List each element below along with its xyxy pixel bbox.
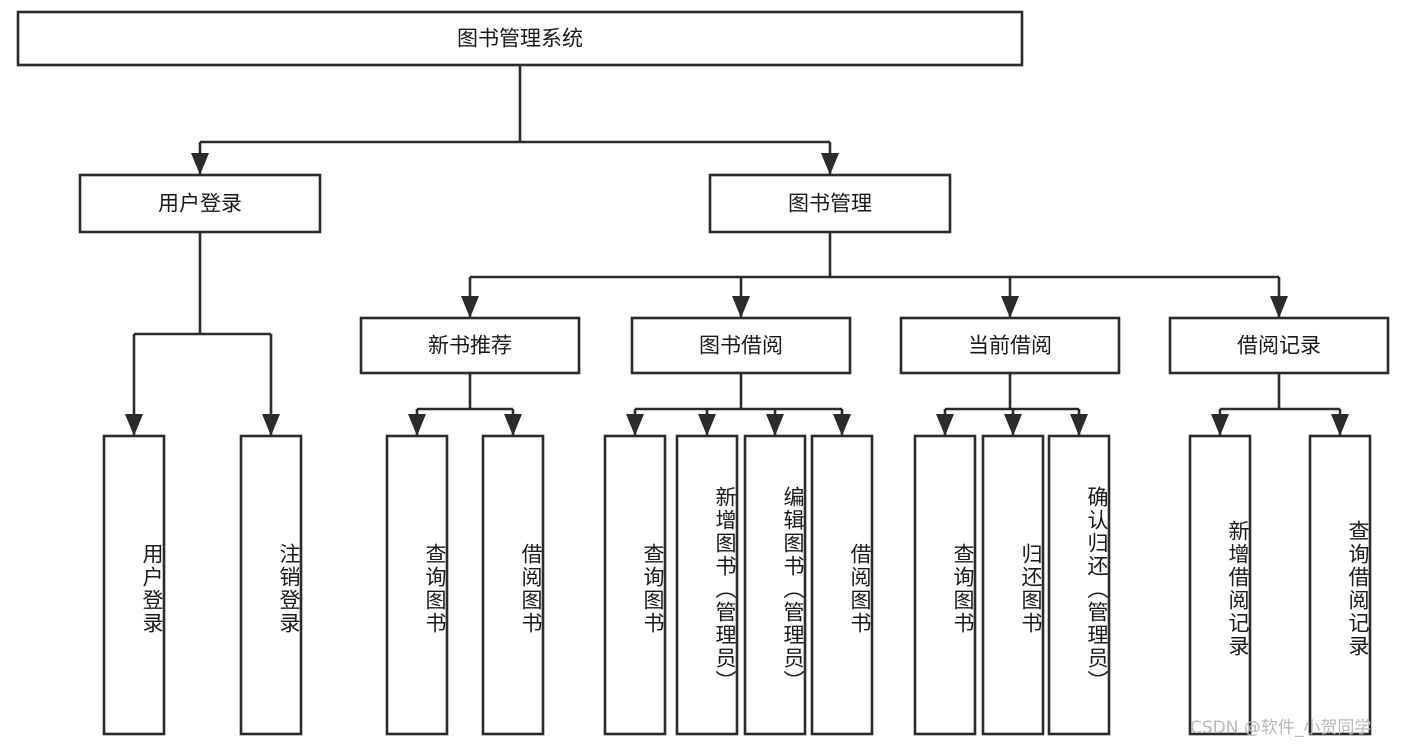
node-box[interactable] — [16, 10, 1024, 67]
node-leaf-新增借阅记录[interactable] — [1188, 434, 1252, 736]
arrow-head-icon — [1211, 414, 1229, 436]
node-box[interactable] — [78, 173, 322, 234]
node-box[interactable] — [981, 434, 1045, 736]
node-leaf-新增图书管理员[interactable] — [675, 434, 739, 736]
node-l3-当前借阅[interactable]: 当前借阅 — [899, 316, 1121, 375]
arrow-head-icon — [461, 296, 479, 318]
node-box[interactable] — [481, 434, 545, 736]
node-leaf-归还图书[interactable] — [981, 434, 1045, 736]
node-box[interactable] — [675, 434, 739, 736]
arrow-head-icon — [732, 296, 750, 318]
node-box[interactable] — [1047, 434, 1111, 736]
node-box[interactable] — [603, 434, 667, 736]
node-box[interactable] — [1188, 434, 1252, 736]
node-leaf-查询图书[interactable] — [603, 434, 667, 736]
node-label: 图书借阅 — [699, 334, 783, 358]
arrow-head-icon — [125, 414, 143, 436]
node-box[interactable] — [1308, 434, 1372, 736]
arrow-head-icon — [262, 414, 280, 436]
node-l3-图书借阅[interactable]: 图书借阅 — [630, 316, 852, 375]
node-box[interactable] — [899, 316, 1121, 375]
node-box[interactable] — [385, 434, 449, 736]
arrow-head-icon — [191, 153, 209, 175]
arrow-head-icon — [821, 153, 839, 175]
node-box[interactable] — [708, 173, 952, 234]
node-label: 借阅记录 — [1237, 334, 1321, 358]
node-leaf-查询借阅记录[interactable] — [1308, 434, 1372, 736]
arrow-head-icon — [766, 414, 784, 436]
arrow-head-icon — [698, 414, 716, 436]
node-box[interactable] — [359, 316, 581, 375]
arrow-head-icon — [504, 414, 522, 436]
arrow-head-icon — [1270, 296, 1288, 318]
arrow-head-icon — [1004, 414, 1022, 436]
connector-edges — [125, 65, 1349, 436]
node-l3-新书推荐[interactable]: 新书推荐 — [359, 316, 581, 375]
node-l2-图书管理[interactable]: 图书管理 — [708, 173, 952, 234]
arrow-head-icon — [833, 414, 851, 436]
arrow-head-icon — [1001, 296, 1019, 318]
csdn-watermark: CSDN @软件_小贺同学 — [1190, 718, 1372, 738]
arrow-head-icon — [1070, 414, 1088, 436]
arrow-head-icon — [408, 414, 426, 436]
node-leaf-注销登录[interactable] — [239, 434, 303, 736]
node-label: 图书管理系统 — [457, 27, 583, 51]
node-l2-用户登录[interactable]: 用户登录 — [78, 173, 322, 234]
node-l3-借阅记录[interactable]: 借阅记录 — [1168, 316, 1390, 375]
node-leaf-借阅图书[interactable] — [810, 434, 874, 736]
node-box[interactable] — [239, 434, 303, 736]
node-label: 当前借阅 — [968, 334, 1052, 358]
node-leaf-用户登录[interactable] — [102, 434, 166, 736]
node-label: 图书管理 — [788, 192, 872, 216]
node-box[interactable] — [810, 434, 874, 736]
node-box[interactable] — [913, 434, 977, 736]
arrow-head-icon — [936, 414, 954, 436]
node-box[interactable] — [743, 434, 807, 736]
node-label: 用户登录 — [158, 192, 242, 216]
node-label: 新书推荐 — [428, 334, 512, 358]
node-leaf-借阅图书[interactable] — [481, 434, 545, 736]
node-leaf-确认归还管理员[interactable] — [1047, 434, 1111, 736]
node-box[interactable] — [630, 316, 852, 375]
node-box[interactable] — [1168, 316, 1390, 375]
arrow-head-icon — [1331, 414, 1349, 436]
node-leaf-查询图书[interactable] — [913, 434, 977, 736]
node-root-图书管理系统[interactable]: 图书管理系统 — [16, 10, 1024, 67]
arrow-head-icon — [626, 414, 644, 436]
node-box[interactable] — [102, 434, 166, 736]
node-leaf-编辑图书管理员[interactable] — [743, 434, 807, 736]
node-leaf-查询图书[interactable] — [385, 434, 449, 736]
